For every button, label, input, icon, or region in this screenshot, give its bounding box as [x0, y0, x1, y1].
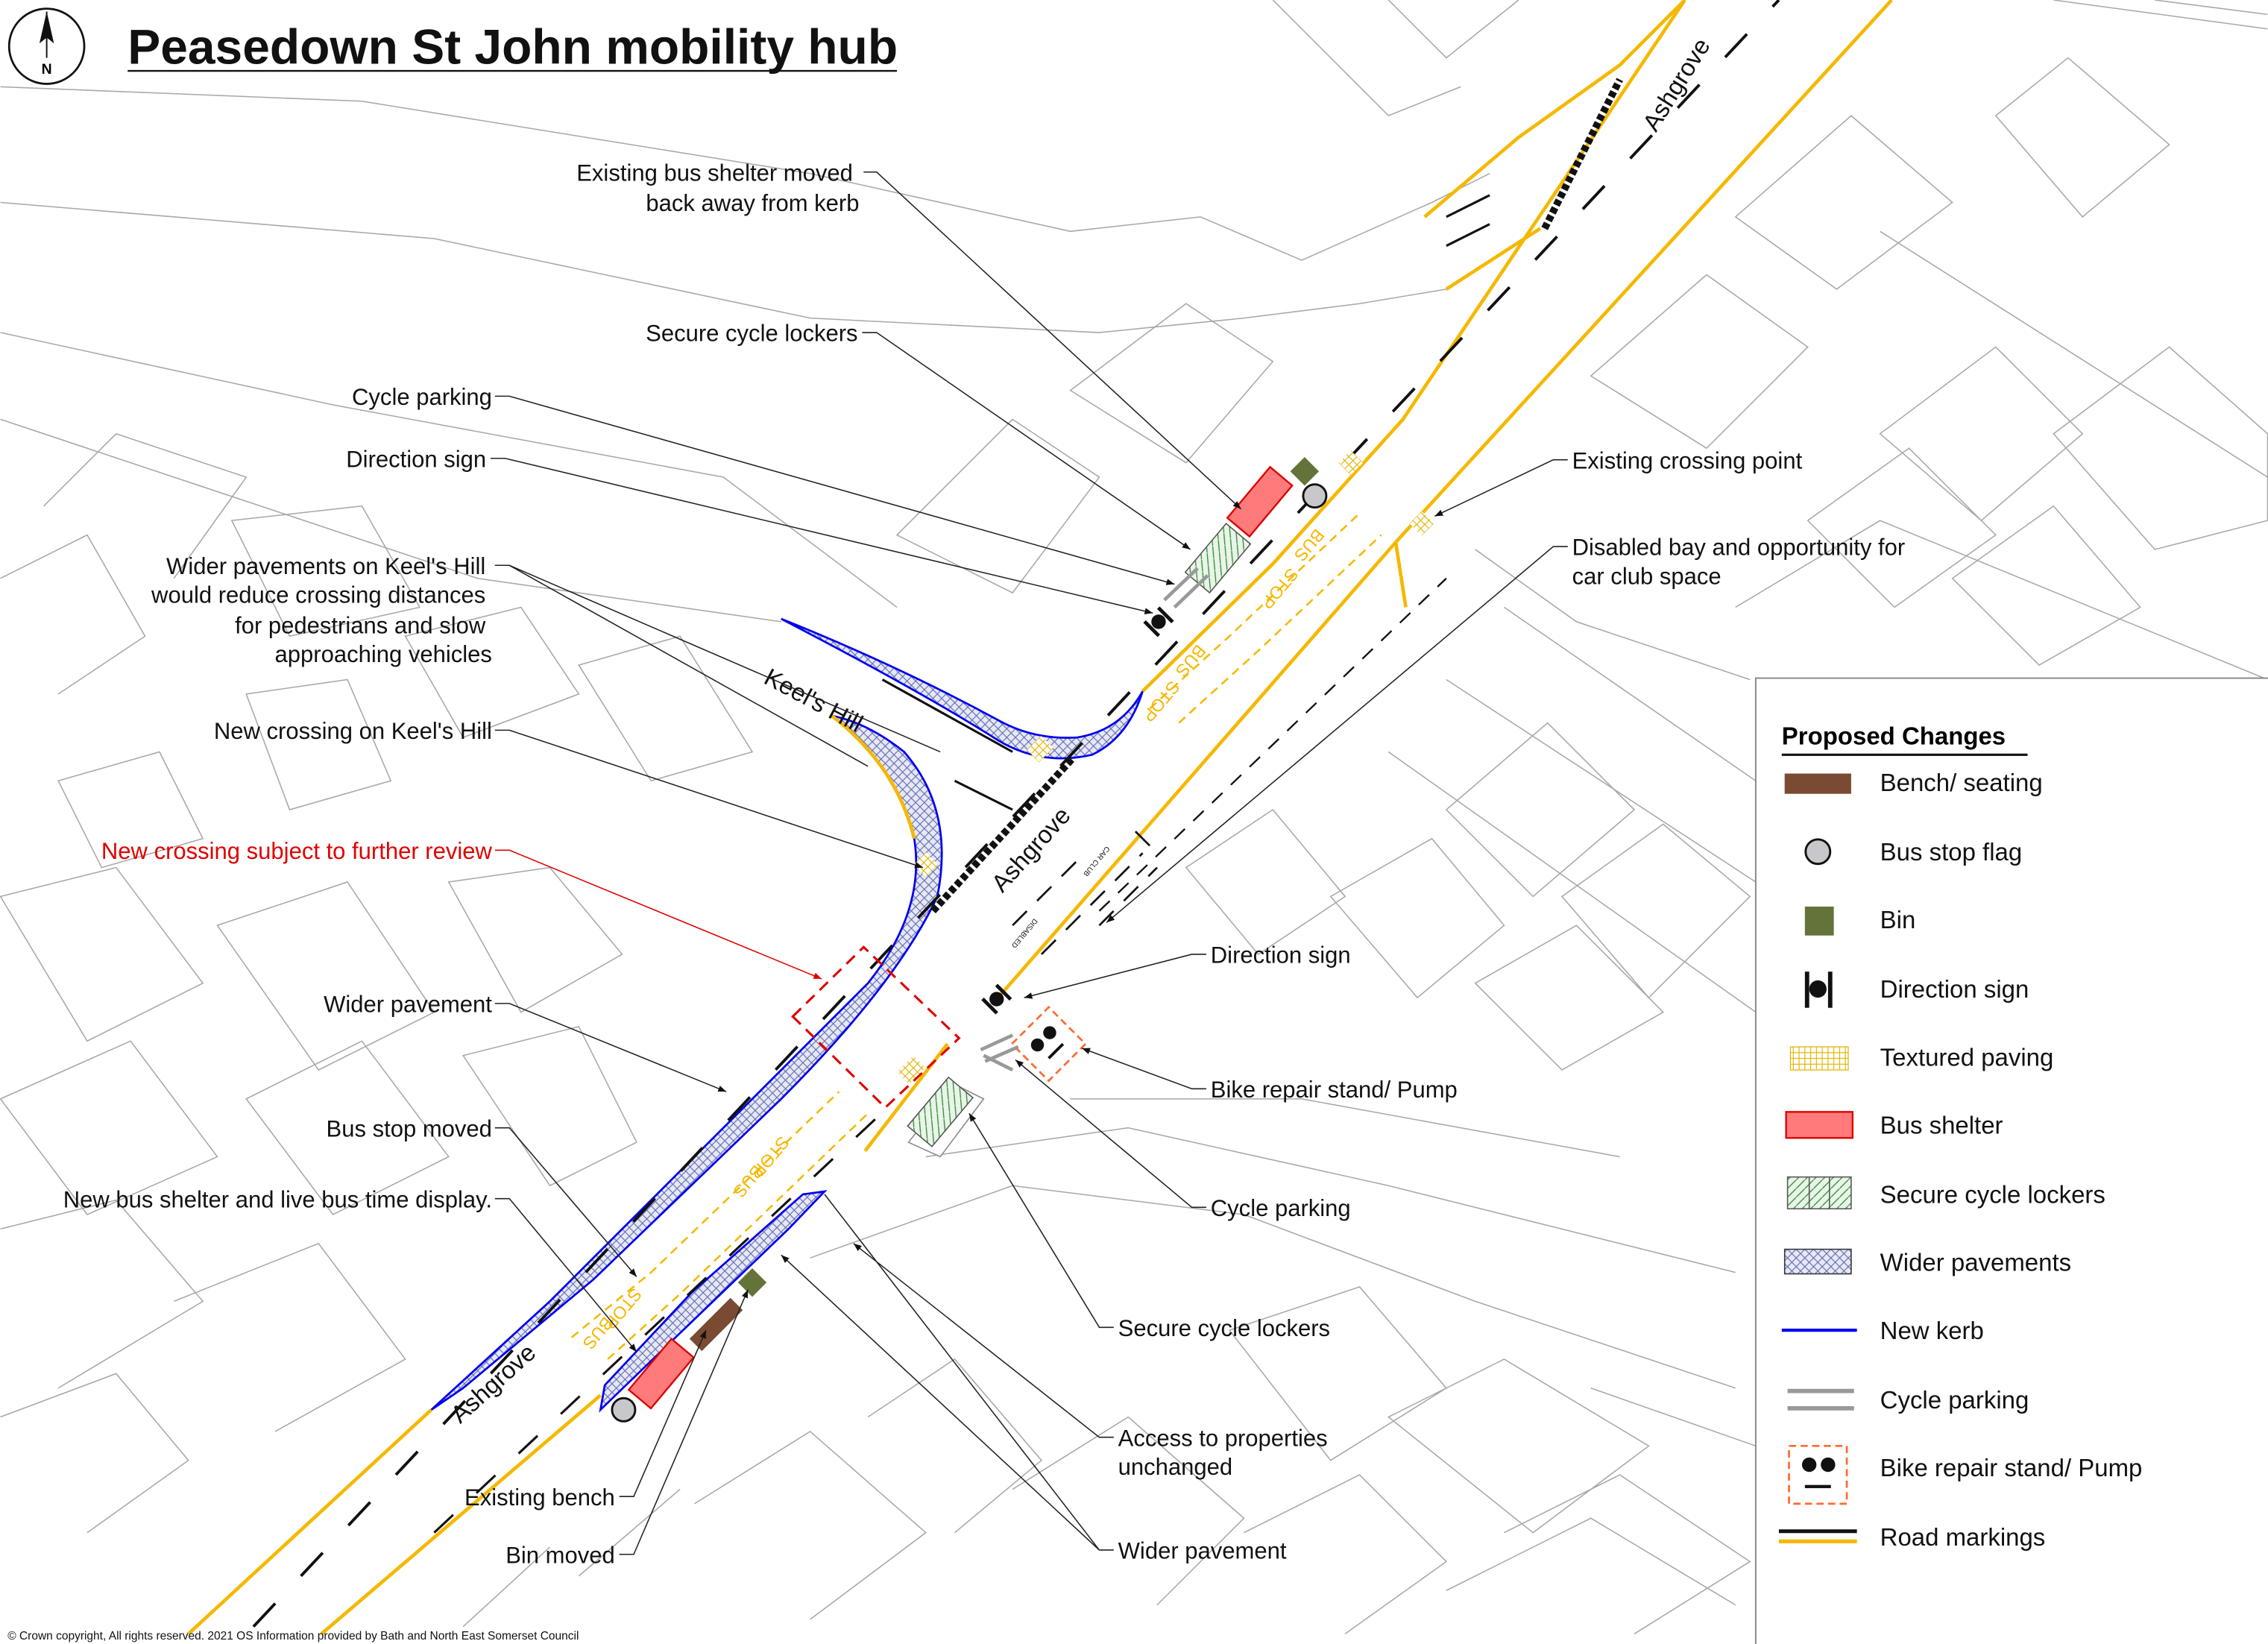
north-arrow: N	[7, 7, 86, 85]
wider-pavement-keels-hill-north	[781, 617, 1144, 760]
bus-marking: BUS	[1172, 641, 1210, 681]
bus-marking: BUS	[1291, 526, 1329, 565]
legend-item-label: Textured paving	[1880, 1043, 2054, 1071]
legend-item-label: Road markings	[1880, 1523, 2046, 1551]
annotation-existing-crossing: Existing crossing point	[1572, 447, 1803, 473]
bus-stop-flag-north	[1302, 483, 1328, 509]
legend-item-label: Bench/ seating	[1880, 769, 2043, 796]
direction-sign-north	[1143, 606, 1174, 637]
legend-item-label: Bin	[1880, 906, 1916, 933]
annotation-crossing-review: New crossing subject to further review	[101, 838, 493, 864]
bus-stop-markings: BUS STOP BUS STOP STOP BUS STOP BUS CAR …	[570, 512, 1382, 1360]
crossing-review-area	[791, 945, 961, 1109]
annotation-direction-sign-top: Direction sign	[346, 446, 486, 472]
cycle-parking-mid	[980, 1033, 1019, 1072]
cycle-lockers-north	[1184, 523, 1252, 594]
copyright-notice: © Crown copyright, All rights reserved. …	[7, 1630, 579, 1643]
kerb-lines	[187, 0, 1893, 1636]
annotation-new-crossing: New crossing on Keel's Hill	[214, 718, 492, 744]
annotation-bike-repair: Bike repair stand/ Pump	[1211, 1077, 1458, 1103]
bike-repair-stand	[1010, 1005, 1087, 1083]
north-label: N	[42, 61, 52, 78]
annotation-access-properties: Access to properties unchanged	[1118, 1425, 1335, 1480]
bus-stop-flag-icon	[1804, 838, 1832, 866]
bin-south	[737, 1267, 767, 1297]
bin-icon	[1804, 906, 1834, 936]
road-name-keels-hill: Keel's Hill	[760, 663, 867, 737]
cycle-lockers-mid	[907, 1076, 974, 1147]
leader-lines	[491, 171, 1568, 1555]
annotation-disabled-bay: Disabled bay and opportunity for car clu…	[1572, 535, 1912, 590]
road-markings-icon	[1778, 1529, 1857, 1543]
road-centre-line	[252, 0, 1780, 1628]
bus-shelter-icon	[1785, 1111, 1854, 1139]
annotation-secure-lockers-top: Secure cycle lockers	[646, 321, 857, 347]
bike-repair-icon	[1788, 1444, 1848, 1505]
disabled-marking: DISABLED	[1009, 917, 1039, 950]
cycle-parking-icon	[1787, 1388, 1854, 1411]
textured-paving-areas	[897, 450, 1434, 1085]
legend-item-label: New kerb	[1880, 1317, 1984, 1344]
legend-item-label: Cycle parking	[1880, 1386, 2029, 1414]
annotation-existing-shelter: Existing bus shelter moved back away fro…	[576, 160, 859, 216]
annotation-wider-pavements-keels: Wider pavements on Keel's Hill would red…	[151, 553, 492, 667]
direction-sign-mid	[981, 983, 1012, 1015]
legend: Proposed Changes Bench/ seating Bus stop…	[1754, 677, 2268, 1644]
textured-paving-icon	[1789, 1046, 1849, 1071]
legend-item-label: Bike repair stand/ Pump	[1880, 1454, 2143, 1481]
annotation-bus-stop-moved: Bus stop moved	[327, 1115, 492, 1141]
bus-shelter-north	[1226, 465, 1294, 538]
direction-sign-icon	[1804, 971, 1833, 1008]
road-name-ashgrove-north: Ashgrove	[1637, 33, 1716, 136]
annotation-cycle-parking-right: Cycle parking	[1211, 1195, 1351, 1221]
annotation-cycle-parking-top: Cycle parking	[352, 384, 492, 410]
zebra-crossing-north	[1541, 78, 1623, 230]
annotation-secure-lockers-right: Secure cycle lockers	[1118, 1315, 1330, 1341]
annotation-existing-bench: Existing bench	[464, 1484, 615, 1511]
legend-item-label: Secure cycle lockers	[1880, 1181, 2105, 1209]
bus-shelter-south	[627, 1338, 696, 1410]
page-title: Peasedown St John mobility hub	[127, 19, 898, 74]
wider-pavement-south	[599, 1190, 828, 1413]
wider-pavement-icon	[1783, 1248, 1852, 1275]
annotation-wider-pavement-right: Wider pavement	[1118, 1538, 1287, 1564]
legend-item-label: Bus shelter	[1880, 1111, 2003, 1138]
annotation-new-shelter: New bus shelter and live bus time displa…	[63, 1186, 492, 1212]
bin-north	[1290, 457, 1320, 486]
annotation-direction-sign-right: Direction sign	[1211, 942, 1351, 969]
bench-icon	[1784, 773, 1851, 794]
legend-item-label: Wider pavements	[1880, 1249, 2071, 1276]
annotation-bin-moved: Bin moved	[505, 1542, 615, 1568]
parking-bay-outline	[1012, 831, 1158, 955]
wider-pavements	[430, 617, 1144, 1413]
annotation-wider-pavement-left: Wider pavement	[324, 992, 492, 1018]
cycle-parking-north	[1163, 567, 1209, 609]
legend-item-label: Direction sign	[1880, 975, 2029, 1003]
cycle-locker-icon	[1786, 1176, 1852, 1210]
legend-item-label: Bus stop flag	[1880, 838, 2023, 866]
stop-marking: STOP	[1138, 677, 1183, 725]
bus-stop-flag-south	[611, 1396, 637, 1423]
legend-title: Proposed Changes	[1782, 722, 2006, 750]
road-name-ashgrove-mid: Ashgrove	[986, 801, 1076, 897]
